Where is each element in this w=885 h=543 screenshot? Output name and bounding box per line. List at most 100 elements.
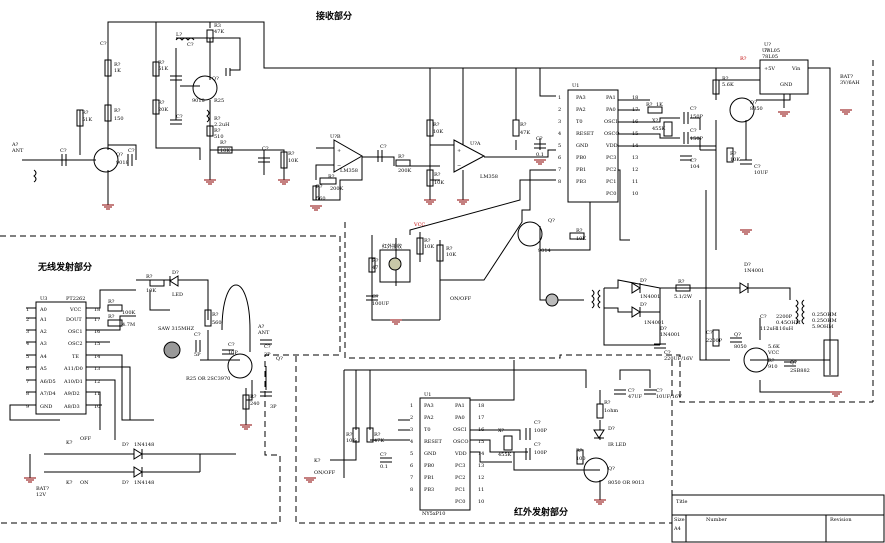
svg-text:R?: R? — [158, 60, 165, 66]
svg-text:Vin: Vin — [791, 66, 801, 72]
svg-text:10K: 10K — [434, 180, 444, 186]
svg-text:8: 8 — [410, 487, 413, 493]
svg-text:OFF: OFF — [80, 436, 92, 442]
svg-text:78L05: 78L05 — [762, 54, 778, 60]
svg-text:0.1: 0.1 — [380, 464, 388, 470]
svg-text:Q?: Q? — [548, 218, 555, 224]
svg-text:10K: 10K — [446, 252, 456, 258]
svg-text:T0: T0 — [576, 119, 583, 125]
svg-text:R?: R? — [374, 432, 381, 438]
svg-text:R?: R? — [212, 312, 219, 318]
svg-text:VCC: VCC — [767, 350, 779, 356]
svg-text:C?: C? — [706, 330, 713, 336]
number-label: Number — [706, 517, 727, 523]
svg-text:Q?: Q? — [750, 100, 757, 106]
svg-text:47: 47 — [372, 265, 378, 271]
svg-text:14: 14 — [94, 354, 100, 360]
svg-text:RESET: RESET — [424, 439, 442, 445]
svg-text:D?: D? — [660, 326, 667, 332]
svg-text:PC1: PC1 — [455, 487, 465, 493]
svg-text:3V/6AH: 3V/6AH — [840, 80, 860, 86]
svg-text:16: 16 — [632, 119, 638, 125]
svg-text:Q?: Q? — [116, 152, 123, 158]
svg-text:K?: K? — [314, 458, 321, 464]
svg-text:ON/OFF: ON/OFF — [314, 470, 336, 476]
svg-text:R?: R? — [768, 358, 775, 364]
section-boundaries — [0, 60, 874, 524]
crystals — [163, 121, 673, 451]
svg-text:1K: 1K — [656, 102, 663, 108]
svg-text:T0: T0 — [424, 427, 431, 433]
svg-text:PC0: PC0 — [455, 499, 465, 505]
svg-text:10P: 10P — [228, 350, 238, 356]
ir-tx-section-title: 红外发射部分 — [514, 506, 568, 518]
svg-text:16: 16 — [478, 427, 484, 433]
svg-text:3P: 3P — [264, 352, 271, 358]
svg-text:U1: U1 — [424, 392, 431, 398]
svg-text:R?: R? — [434, 172, 441, 178]
svg-text:PC3: PC3 — [455, 463, 465, 469]
svg-text:C?: C? — [534, 420, 541, 426]
svg-text:R?: R? — [730, 151, 737, 157]
chip-pt2262: U3 PT2262 1 A0 2 A1 3 A2 4 A3 5 A4 6 A5 … — [26, 296, 100, 415]
svg-text:Q?: Q? — [734, 332, 741, 338]
svg-text:1: 1 — [558, 95, 561, 101]
svg-text:D?: D? — [122, 442, 129, 448]
svg-text:3: 3 — [558, 119, 561, 125]
svg-text:TE: TE — [72, 354, 79, 360]
svg-text:1N4001: 1N4001 — [660, 332, 680, 338]
svg-text:OSCO: OSCO — [453, 439, 468, 445]
svg-text:C?: C? — [372, 294, 379, 300]
svg-text:A?: A? — [11, 142, 19, 148]
svg-text:15: 15 — [632, 131, 638, 137]
svg-text:ANT: ANT — [257, 330, 270, 336]
svg-text:U3: U3 — [40, 296, 47, 302]
svg-text:5.9OHM: 5.9OHM — [812, 324, 834, 330]
svg-text:2: 2 — [410, 415, 413, 421]
svg-text:10UF: 10UF — [754, 170, 769, 176]
svg-text:PA3: PA3 — [424, 403, 434, 409]
svg-text:ANT: ANT — [11, 148, 24, 154]
svg-text:12: 12 — [478, 475, 484, 481]
svg-text:8050 OR 9013: 8050 OR 9013 — [608, 480, 645, 486]
svg-text:5P: 5P — [194, 352, 201, 358]
svg-text:47K: 47K — [374, 438, 384, 444]
svg-text:PA3: PA3 — [576, 95, 586, 101]
svg-text:C?: C? — [194, 332, 201, 338]
svg-text:1ohm: 1ohm — [604, 408, 618, 414]
svg-text:9018: 9018 — [192, 98, 205, 104]
svg-text:51K: 51K — [158, 66, 168, 72]
svg-text:4.7M: 4.7M — [122, 322, 135, 328]
svg-text:3P: 3P — [270, 404, 277, 410]
svg-text:116uH: 116uH — [776, 326, 794, 332]
svg-text:PB0: PB0 — [424, 463, 434, 469]
svg-text:A8/D3: A8/D3 — [63, 404, 80, 410]
svg-text:560: 560 — [212, 320, 222, 326]
svg-text:BAT?: BAT? — [840, 74, 853, 80]
svg-text:PT2262: PT2262 — [66, 296, 85, 302]
svg-text:6: 6 — [410, 463, 413, 469]
svg-text:11: 11 — [94, 391, 100, 397]
svg-text:PC1: PC1 — [606, 179, 616, 185]
svg-text:560: 560 — [316, 196, 326, 202]
svg-text:D?: D? — [172, 270, 179, 276]
svg-text:PB0: PB0 — [576, 155, 586, 161]
ir-labels: R? 10K R? 47K C? 0.1 K? ON/OFF X? 455K C… — [314, 388, 682, 486]
svg-text:DOUT: DOUT — [66, 317, 82, 323]
svg-text:10: 10 — [478, 499, 484, 505]
svg-text:6: 6 — [558, 155, 561, 161]
svg-text:C?: C? — [262, 146, 269, 152]
svg-text:1N4148: 1N4148 — [134, 442, 154, 448]
svg-text:1N4001: 1N4001 — [744, 268, 764, 274]
svg-text:R?: R? — [316, 184, 323, 190]
svg-text:VCC: VCC — [413, 222, 425, 228]
title-label: Title — [676, 499, 688, 505]
svg-text:PB1: PB1 — [424, 475, 434, 481]
svg-text:PA0: PA0 — [455, 415, 465, 421]
svg-text:47UF: 47UF — [628, 394, 643, 400]
svg-text:Q?: Q? — [212, 76, 219, 82]
svg-text:OSC2: OSC2 — [68, 341, 83, 347]
svg-text:2200P: 2200P — [776, 314, 793, 320]
svg-text:20K: 20K — [158, 107, 168, 113]
opamp-u2a: + − — [453, 139, 486, 173]
